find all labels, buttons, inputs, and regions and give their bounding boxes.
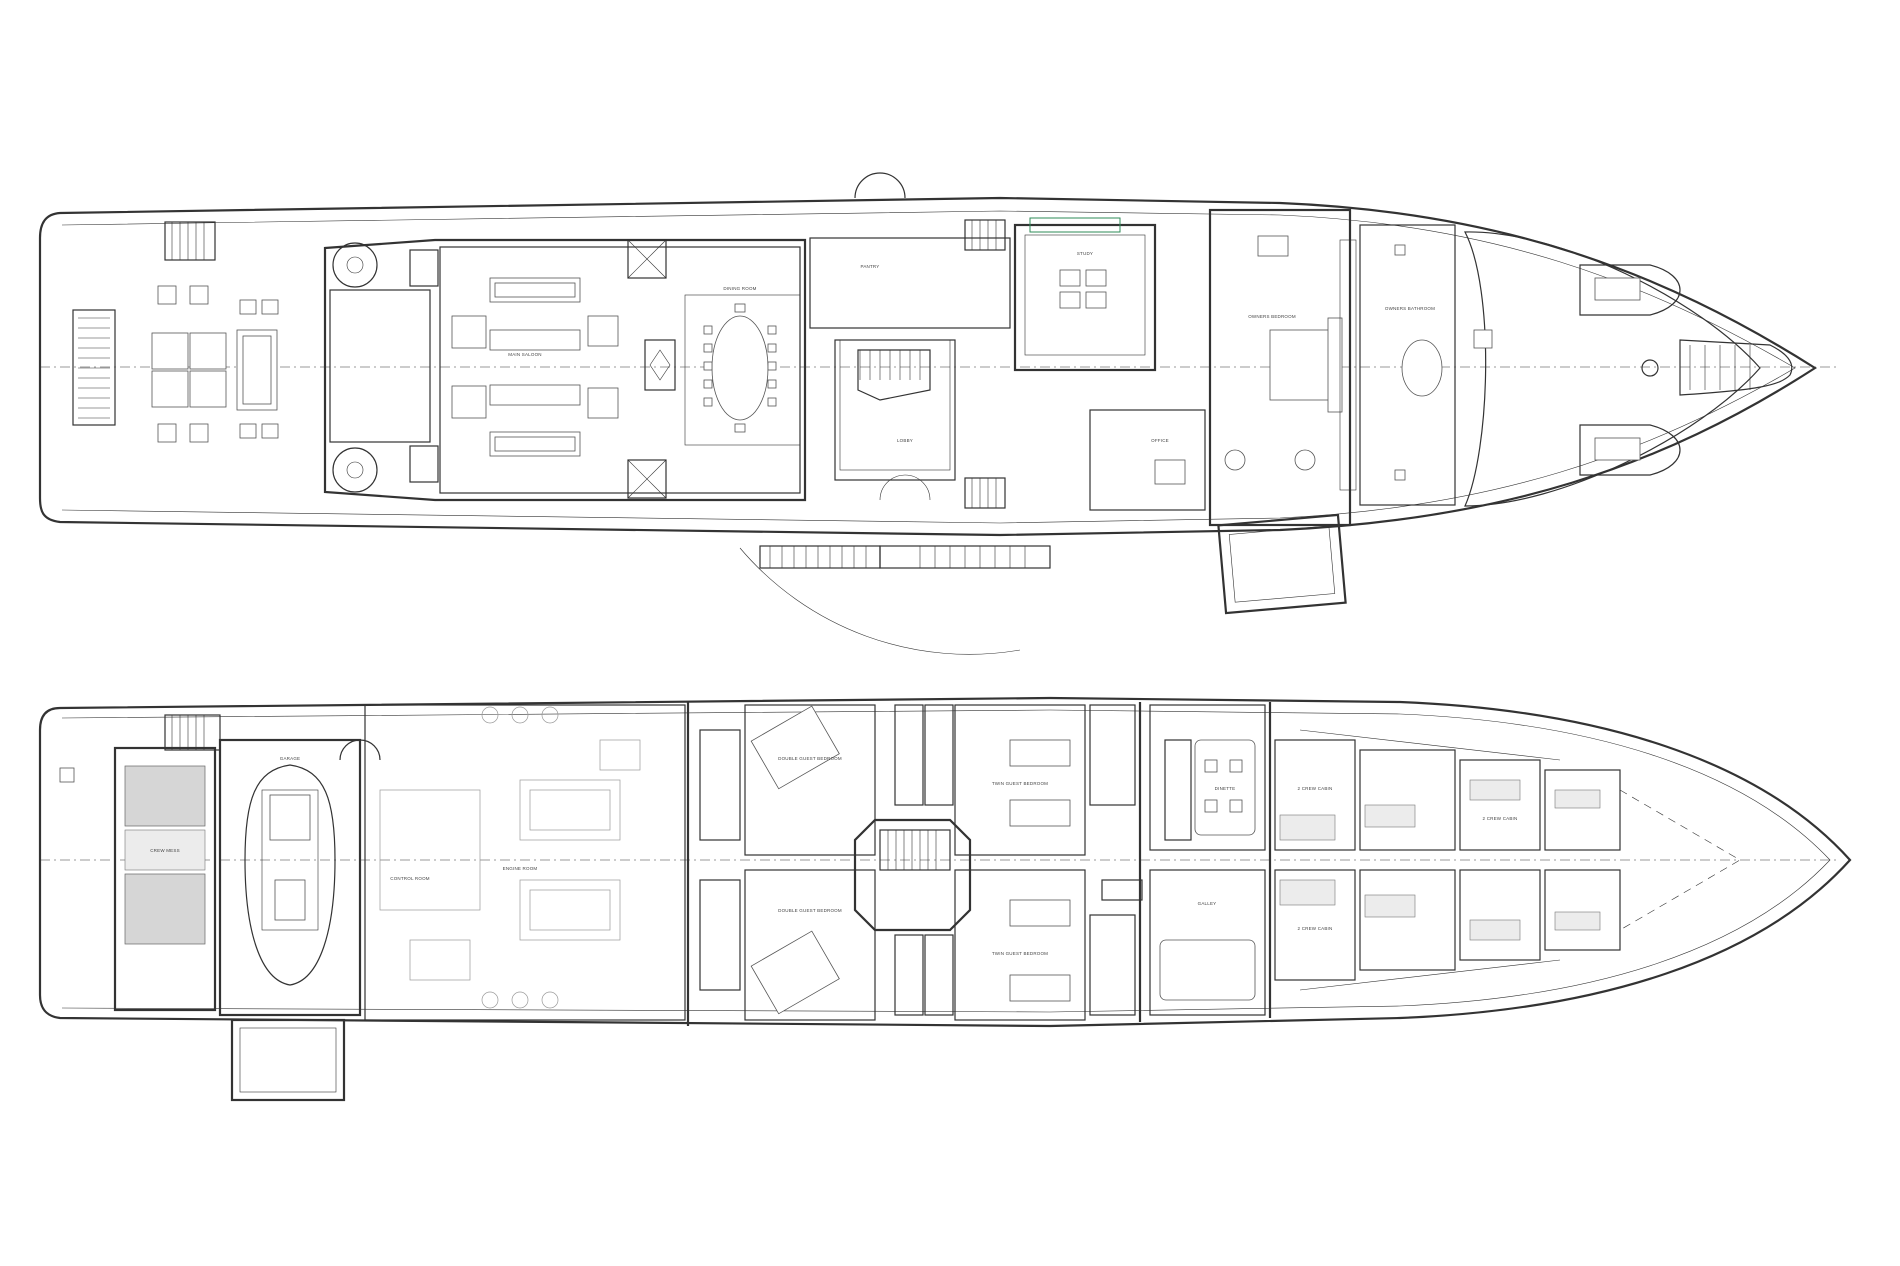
label-study: STUDY	[1077, 251, 1093, 256]
label-dinette: DINETTE	[1215, 786, 1236, 791]
label-twin-guest-1: TWIN GUEST BEDROOM	[992, 781, 1048, 786]
saloon-sofas	[451, 277, 619, 457]
label-dining-room: DINING ROOM	[723, 286, 756, 291]
pantry	[809, 237, 1011, 329]
double-guest-cabin-stbd	[744, 704, 876, 856]
double-guest-cabin-port	[744, 869, 876, 1021]
label-engine-room: ENGINE ROOM	[503, 866, 538, 871]
office	[1089, 409, 1206, 511]
label-lobby: LOBBY	[897, 438, 913, 443]
label-double-guest-1: DOUBLE GUEST BEDROOM	[778, 756, 842, 761]
dining-table	[711, 315, 769, 421]
label-crew-cabin-2: 2 CREW CABIN	[1298, 926, 1333, 931]
garage-door	[230, 1018, 346, 1102]
label-owners-bedroom: OWNERS BEDROOM	[1248, 314, 1296, 319]
twin-guest-cabin-port	[954, 869, 1086, 1021]
lower-lobby	[853, 818, 972, 932]
foredeck-tender-port	[1579, 424, 1681, 476]
study	[1013, 223, 1157, 372]
label-owners-bathroom: OWNERS BATHROOM	[1385, 306, 1435, 311]
dining-room	[684, 294, 801, 446]
green-window	[1029, 217, 1121, 233]
label-main-saloon: MAIN SALOON	[508, 352, 541, 357]
label-office: OFFICE	[1151, 438, 1169, 443]
owners-cabin	[1208, 208, 1352, 527]
lower-deck-plan: GARAGE CREW MESS ENGINE ROOM CONTROL ROO…	[38, 696, 1852, 1102]
engine-room	[364, 704, 686, 1021]
label-pantry: PANTRY	[860, 264, 879, 269]
twin-guest-cabin-stbd	[954, 704, 1086, 856]
main-deck-swim-platform	[72, 309, 116, 426]
label-crew-mess: CREW MESS	[150, 848, 180, 853]
lobby	[839, 339, 951, 471]
main-deck-superstructure	[323, 238, 807, 502]
label-crew-cabin-3: 2 CREW CABIN	[1483, 816, 1518, 821]
label-crew-cabin-1: 2 CREW CABIN	[1298, 786, 1333, 791]
galley	[1149, 704, 1266, 851]
boarding-ladder	[759, 545, 881, 569]
owners-bathroom	[1359, 224, 1456, 506]
label-galley: GALLEY	[1198, 901, 1217, 906]
label-garage: GARAGE	[280, 756, 300, 761]
foredeck-tender-starboard	[1579, 264, 1681, 316]
foredeck-area	[1464, 231, 1761, 507]
label-double-guest-2: DOUBLE GUEST BEDROOM	[778, 908, 842, 913]
label-twin-guest-2: TWIN GUEST BEDROOM	[992, 951, 1048, 956]
aft-deck-seating	[151, 285, 279, 443]
crew-cabins-forward	[1274, 729, 1621, 991]
balcony-fold-down	[1217, 513, 1347, 615]
main-deck-plan: MAIN SALOON DINING ROOM PANTRY LOBBY OFF…	[38, 172, 1840, 655]
tender-garage	[218, 738, 362, 1017]
main-deck-hull	[38, 196, 1818, 537]
foredeck-crane-tender	[1679, 339, 1793, 396]
garage-tender	[244, 764, 336, 986]
lower-deck-hull	[38, 696, 1852, 1028]
label-control-room: CONTROL ROOM	[390, 876, 430, 881]
